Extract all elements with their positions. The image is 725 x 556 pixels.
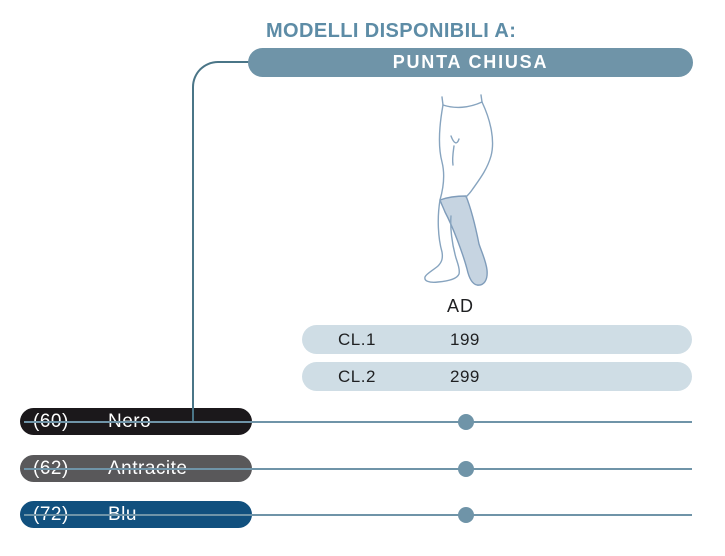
size-column-header: AD (447, 296, 475, 316)
page-title: MODELLI DISPONIBILI A: (266, 20, 517, 42)
model-bar: PUNTA CHIUSA (248, 48, 693, 77)
class-label: CL.2 (338, 367, 376, 386)
class-value: 199 (450, 330, 480, 349)
leader-line (24, 421, 692, 423)
availability-dot (458, 461, 474, 477)
class-value: 299 (450, 367, 480, 386)
availability-dot (458, 414, 474, 430)
table-row-cl1: CL.1 199 (302, 325, 692, 354)
leader-line (24, 514, 692, 516)
stocking-shape (439, 195, 488, 286)
leg-illustration-icon (424, 94, 494, 286)
connector-line (192, 61, 249, 421)
color-row-nero: (60) Nero (0, 408, 725, 435)
color-row-antracite: (62) Antracite (0, 455, 725, 482)
leader-line (24, 468, 692, 470)
table-row-cl2: CL.2 299 (302, 362, 692, 391)
availability-dot (458, 507, 474, 523)
class-label: CL.1 (338, 330, 376, 349)
model-bar-label: PUNTA CHIUSA (392, 52, 549, 72)
color-row-blu: (72) Blu (0, 501, 725, 528)
